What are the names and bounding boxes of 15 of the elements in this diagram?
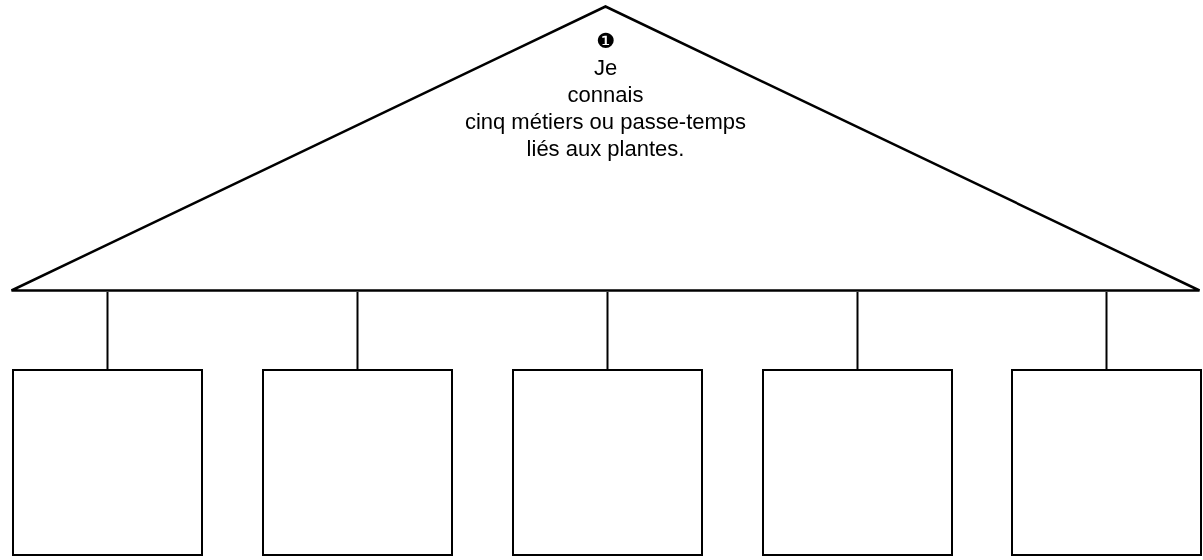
statement-text: cinq métiers ou passe-temps liés aux plantes. (463, 108, 748, 162)
connector-line (356, 291, 359, 370)
empty-box (262, 369, 453, 556)
roof-triangle (10, 5, 1201, 292)
statement-text: connais (567, 81, 644, 108)
empty-box (512, 369, 703, 556)
connector-line (606, 291, 609, 370)
statement-text: Je (593, 54, 618, 81)
empty-box (1011, 369, 1202, 556)
connector-line (856, 291, 859, 370)
empty-box (12, 369, 203, 556)
connector-line (1105, 291, 1108, 370)
connector-line (106, 291, 109, 370)
step-number: ❶ (596, 29, 615, 54)
empty-box (762, 369, 953, 556)
